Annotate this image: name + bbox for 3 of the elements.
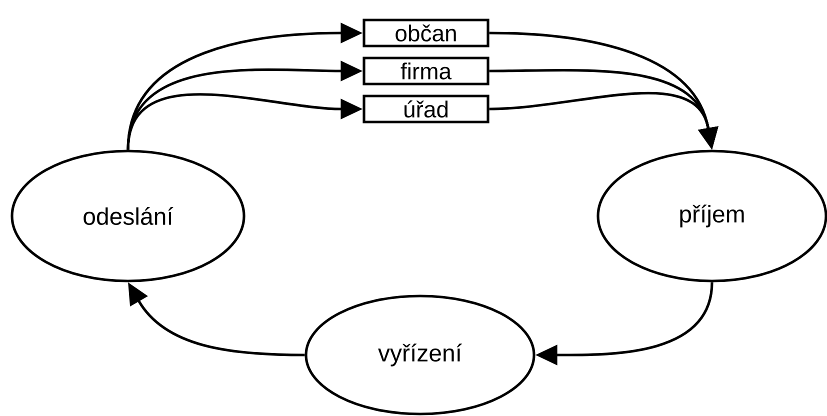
label-box: firma	[362, 56, 490, 86]
label-box: občan	[362, 18, 490, 48]
label-box: úřad	[362, 94, 490, 124]
